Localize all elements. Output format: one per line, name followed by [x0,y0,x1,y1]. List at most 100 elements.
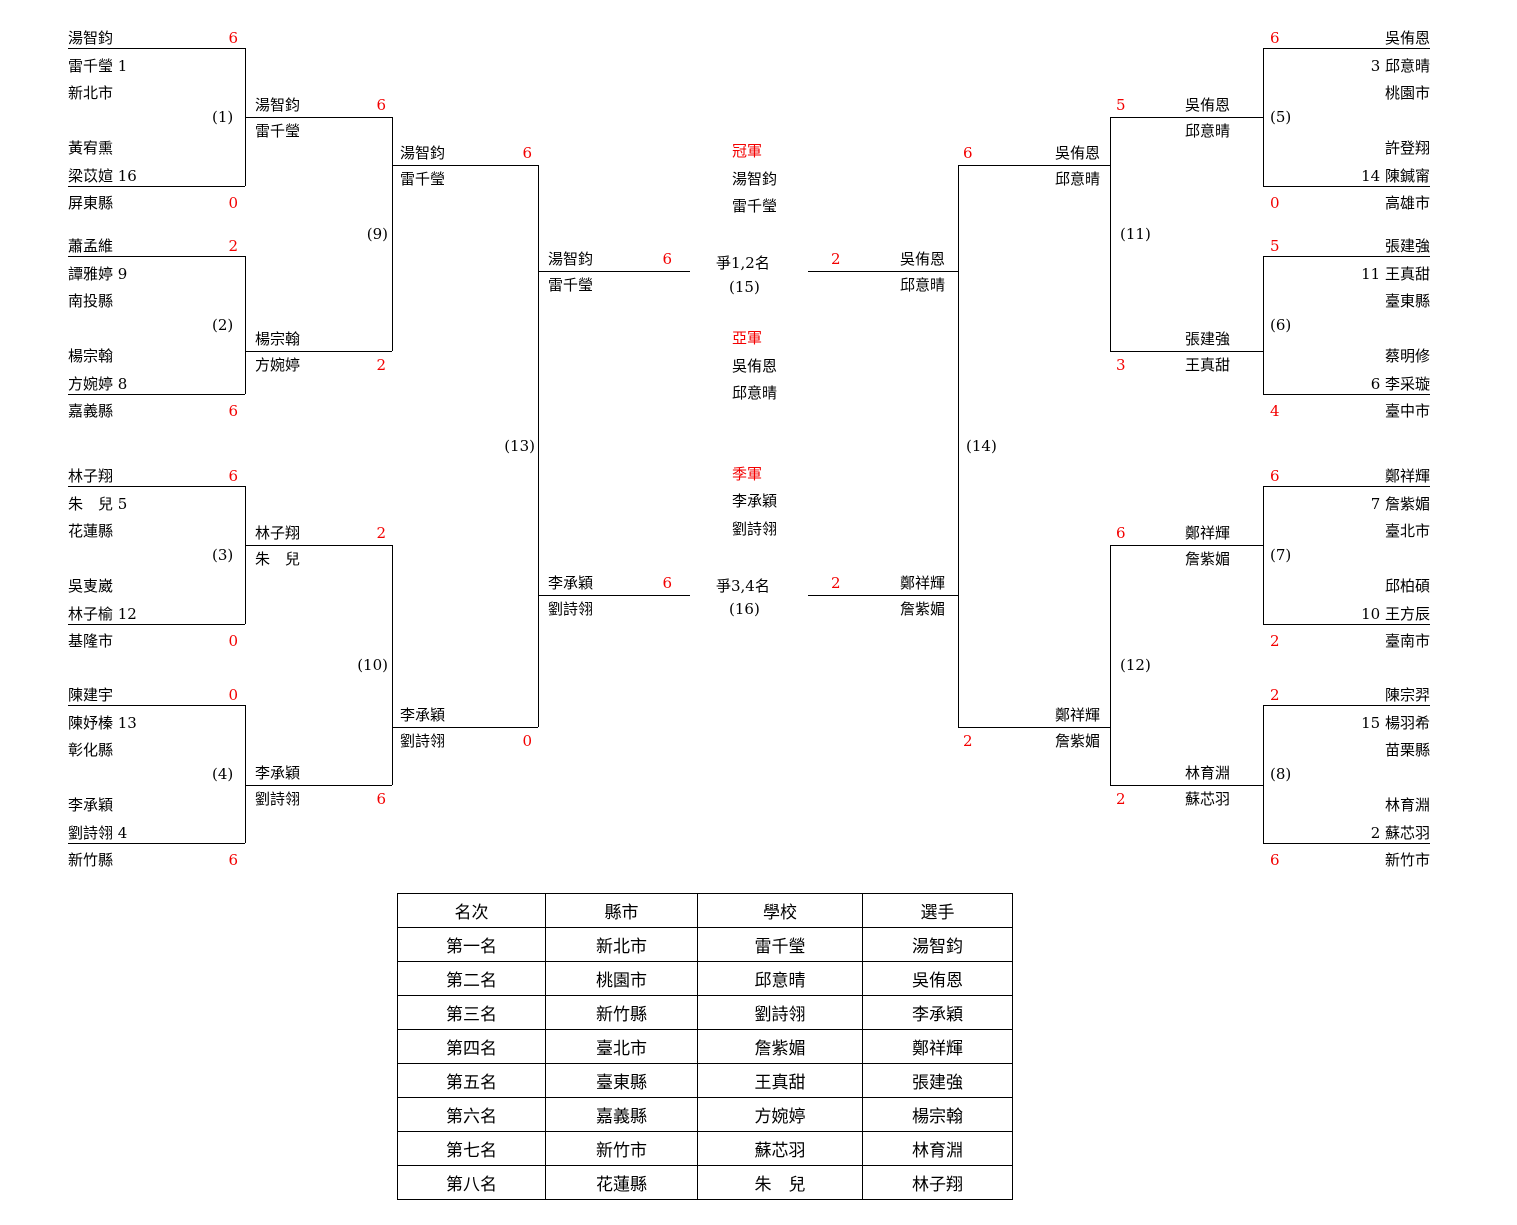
standings-row: 第六名 嘉義縣 方婉婷 楊宗翰 [397,1097,1013,1132]
standings-cell: 雷千瑩 [697,927,863,962]
player-name: 6 李采璇 [1370,375,1430,393]
standings-cell: 第四名 [397,1029,546,1064]
player-name: 李承穎 [548,574,594,592]
match-score: 2 [1270,632,1280,650]
player-name: 劉詩翎 [400,732,446,750]
match-number: (13) [504,437,535,455]
bracket-line-h [68,624,245,625]
player-name: 鄭祥輝 [1054,706,1100,724]
match-number: (3) [212,546,234,564]
player-name: 張建強 [1184,330,1230,348]
standings-cell: 湯智鈞 [862,927,1013,962]
player-name: 邱意晴 [1184,122,1230,140]
match-number: (14) [966,437,997,455]
bracket-line-h [1263,624,1430,625]
match-score: 0 [228,686,238,704]
player-name: 林育淵 [1384,796,1430,814]
match-number: (7) [1270,546,1292,564]
bracket-line-h [1263,186,1430,187]
standings-cell: 張建強 [862,1063,1013,1098]
standings-header: 學校 [697,893,863,928]
player-name: 吳叓崴 [68,577,114,595]
match-number: (1) [212,108,234,126]
match-number: (12) [1120,656,1151,674]
standings-table: 名次 縣市 學校 選手 第一名 新北市 雷千瑩 湯智鈞 第二名 桃園市 邱意晴 … [397,893,1013,1200]
standings-row: 第五名 臺東縣 王真甜 張建強 [397,1063,1013,1098]
player-name: 邱意晴 [1054,170,1100,188]
standings-row: 第七名 新竹市 蘇芯羽 林育淵 [397,1131,1013,1166]
match-score: 2 [376,524,386,542]
match-number: (2) [212,316,234,334]
player-name: 蘇芯羽 [1184,790,1230,808]
bracket-line-v [1110,545,1111,785]
standings-cell: 蘇芯羽 [697,1131,863,1166]
match-score: 6 [662,250,672,268]
player-name: 黃宥熏 [68,139,114,157]
third-match-label: 爭3,4名 [716,577,770,595]
match-score: 2 [376,356,386,374]
standings-cell: 邱意晴 [697,961,863,996]
bracket-line-h [392,727,538,728]
bracket-line-h [68,48,245,49]
player-name: 李承穎 [400,706,446,724]
standings-cell: 臺北市 [545,1029,698,1064]
match-score: 5 [1270,237,1280,255]
bracket-line-h [1263,486,1430,487]
third-place-player: 劉詩翎 [732,520,778,538]
bracket-line-v [1263,48,1264,186]
match-score: 6 [1270,467,1280,485]
match-score: 0 [1270,194,1280,212]
player-name: 3 邱意晴 [1370,57,1430,75]
team-city: 彰化縣 [68,741,114,759]
match-score: 2 [831,250,841,268]
player-name: 2 蘇芯羽 [1370,824,1430,842]
bracket-line-h [68,394,245,395]
player-name: 詹紫媚 [1184,550,1230,568]
bracket-line-v [1263,705,1264,843]
match-score: 0 [522,732,532,750]
match-score: 5 [1116,96,1126,114]
team-city: 臺東縣 [1384,292,1430,310]
player-name: 7 詹紫媚 [1370,495,1430,513]
team-city: 臺北市 [1384,522,1430,540]
standings-cell: 林育淵 [862,1131,1013,1166]
player-name: 湯智鈞 [68,29,114,47]
third-place-title: 季軍 [732,465,763,483]
player-name: 15 楊羽希 [1361,714,1430,732]
bracket-line-h [1263,843,1430,844]
bracket-line-h [1263,705,1430,706]
player-name: 王真甜 [1184,356,1230,374]
player-name: 方婉婷 [255,356,301,374]
player-name: 吳侑恩 [1184,96,1230,114]
player-name: 譚雅婷 9 [68,265,128,283]
standings-cell: 朱 兒 [697,1165,863,1200]
team-city: 新竹縣 [68,851,114,869]
champion-player: 湯智鈞 [732,170,778,188]
player-name: 湯智鈞 [400,144,446,162]
player-name: 鄭祥輝 [1384,467,1430,485]
player-name: 湯智鈞 [548,250,594,268]
standings-cell: 方婉婷 [697,1097,863,1132]
player-name: 吳侑恩 [1384,29,1430,47]
match-score: 6 [1116,524,1126,542]
standings-row: 第三名 新竹縣 劉詩翎 李承穎 [397,995,1013,1030]
match-score: 2 [963,732,973,750]
standings-cell: 吳侑恩 [862,961,1013,996]
runner-up-player: 吳侑恩 [732,357,778,375]
bracket-line-v [538,165,539,727]
player-name: 許登翔 [1384,139,1430,157]
standings-cell: 第一名 [397,927,546,962]
player-name: 雷千瑩 [548,276,594,294]
bracket-line-v [392,117,393,351]
champion-player: 雷千瑩 [732,197,778,215]
standings-cell: 劉詩翎 [697,995,863,1030]
bracket-line-h [68,486,245,487]
player-name: 劉詩翎 [548,600,594,618]
final-match-number: (15) [729,278,760,296]
bracket-line-v [245,486,246,624]
standings-cell: 新北市 [545,927,698,962]
bracket-line-h [1263,394,1430,395]
standings-cell: 花蓮縣 [545,1165,698,1200]
standings-row: 第二名 桃園市 邱意晴 吳侑恩 [397,961,1013,996]
